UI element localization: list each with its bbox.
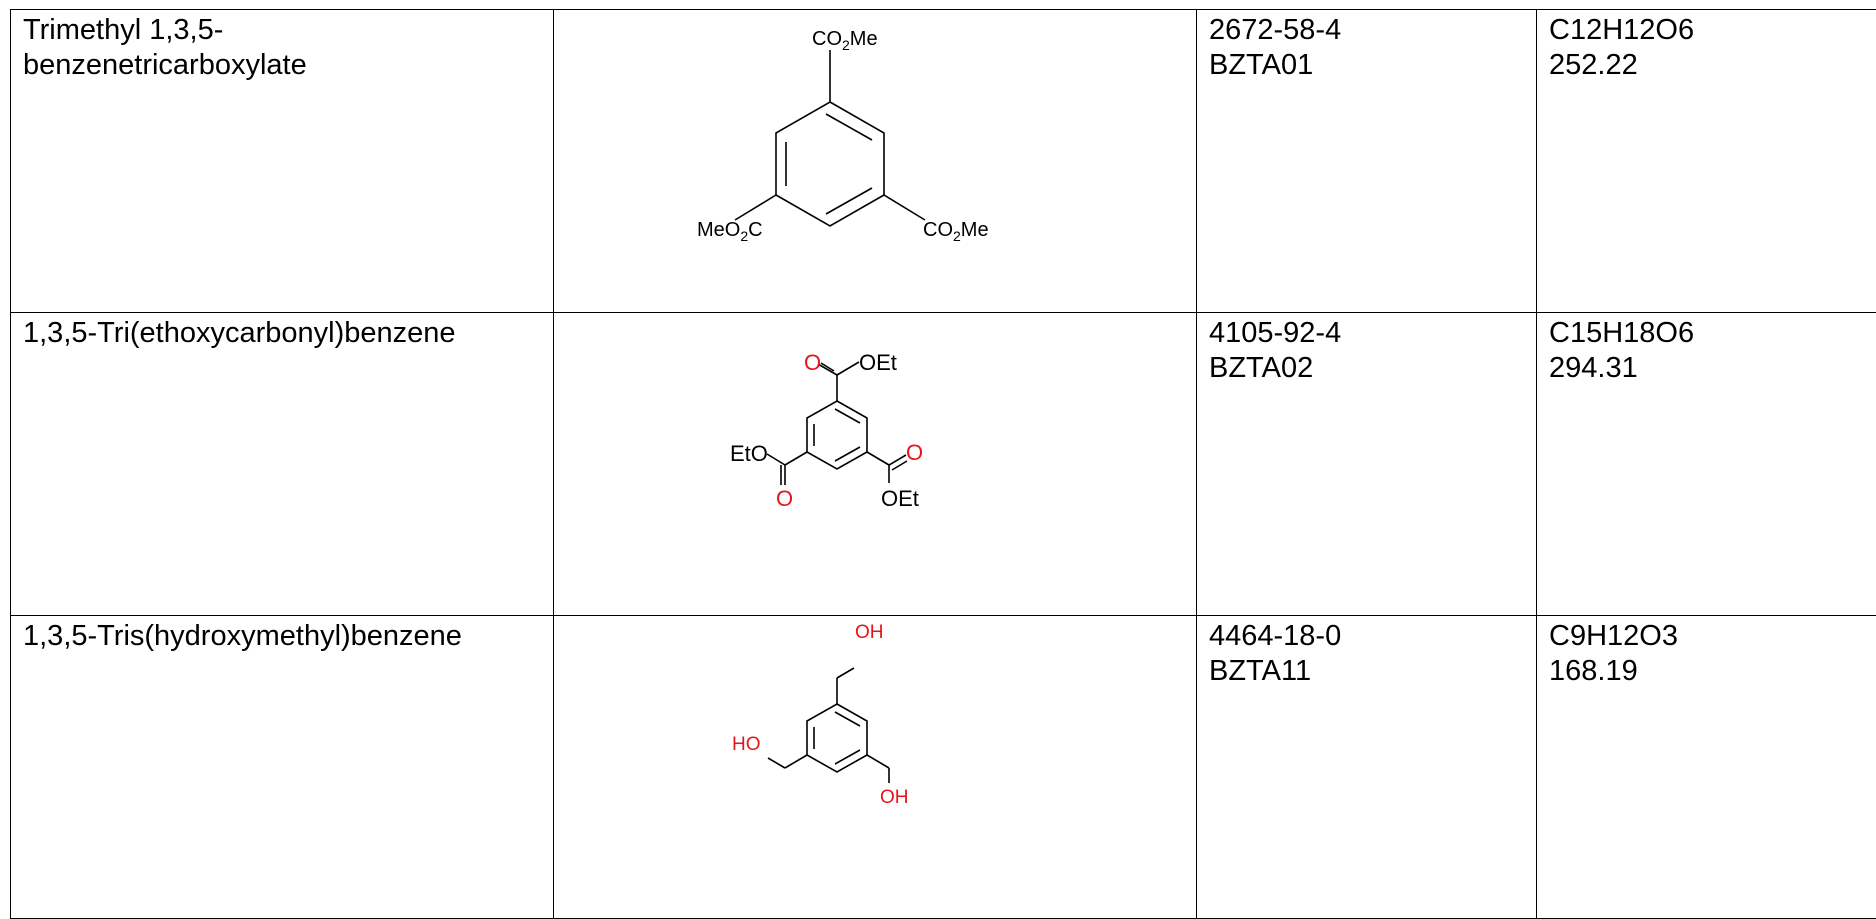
substituent-label: EtO xyxy=(730,441,768,466)
substituent-label: OEt xyxy=(881,486,919,511)
hydroxyl-label: OH xyxy=(855,622,884,643)
compound-name-cell: Trimethyl 1,3,5- benzenetricarboxylate xyxy=(11,10,554,313)
molecular-formula: C12H12O6 xyxy=(1549,13,1868,48)
catalog-code: BZTA11 xyxy=(1209,654,1524,689)
substituent-label: CO2Me xyxy=(812,28,878,53)
compound-name-cell: 1,3,5-Tris(hydroxymethyl)benzene xyxy=(11,616,554,919)
cas-number: 2672-58-4 xyxy=(1209,13,1524,48)
compound-name: 1,3,5-Tri(ethoxycarbonyl)benzene xyxy=(23,316,541,351)
compound-name: benzenetricarboxylate xyxy=(23,48,541,83)
substituent-label: MeO2C xyxy=(697,219,763,244)
molecular-formula: C9H12O3 xyxy=(1549,619,1868,654)
structure-trimethyl-benzenetricarboxylate: CO2Me MeO2C CO2Me xyxy=(554,10,1197,312)
table-row: Trimethyl 1,3,5- benzenetricarboxylate xyxy=(11,10,1876,313)
formula-cell: C15H18O6 294.31 xyxy=(1537,313,1876,616)
structure-tris-hydroxymethyl-benzene: OH HO OH xyxy=(554,616,1197,918)
compound-name: 1,3,5-Tris(hydroxymethyl)benzene xyxy=(23,619,541,654)
structure-tri-ethoxycarbonyl-benzene: O OEt EtO O O OEt xyxy=(554,313,1197,615)
molecular-weight: 252.22 xyxy=(1549,48,1868,83)
oxygen-label: O xyxy=(804,350,821,375)
catalog-code: BZTA02 xyxy=(1209,351,1524,386)
structure-cell: OH HO OH xyxy=(554,616,1197,919)
catalog-code: BZTA01 xyxy=(1209,48,1524,83)
formula-cell: C12H12O6 252.22 xyxy=(1537,10,1876,313)
formula-cell: C9H12O3 168.19 xyxy=(1537,616,1876,919)
cas-cell: 2672-58-4 BZTA01 xyxy=(1197,10,1537,313)
oxygen-label: O xyxy=(776,486,793,511)
structure-cell: CO2Me MeO2C CO2Me xyxy=(554,10,1197,313)
cas-number: 4105-92-4 xyxy=(1209,316,1524,351)
cas-cell: 4105-92-4 BZTA02 xyxy=(1197,313,1537,616)
table-row: 1,3,5-Tris(hydroxymethyl)benzene xyxy=(11,616,1876,919)
structure-cell: O OEt EtO O O OEt xyxy=(554,313,1197,616)
hydroxyl-label: OH xyxy=(880,787,909,808)
compound-table: Trimethyl 1,3,5- benzenetricarboxylate xyxy=(10,9,1876,919)
molecular-weight: 168.19 xyxy=(1549,654,1868,689)
molecular-formula: C15H18O6 xyxy=(1549,316,1868,351)
table-row: 1,3,5-Tri(ethoxycarbonyl)benzene xyxy=(11,313,1876,616)
oxygen-label: O xyxy=(906,440,923,465)
compound-name-cell: 1,3,5-Tri(ethoxycarbonyl)benzene xyxy=(11,313,554,616)
compound-name: Trimethyl 1,3,5- xyxy=(23,13,541,48)
hydroxyl-label: HO xyxy=(732,734,761,755)
substituent-label: CO2Me xyxy=(923,219,989,244)
molecular-weight: 294.31 xyxy=(1549,351,1868,386)
cas-number: 4464-18-0 xyxy=(1209,619,1524,654)
cas-cell: 4464-18-0 BZTA11 xyxy=(1197,616,1537,919)
substituent-label: OEt xyxy=(859,350,897,375)
